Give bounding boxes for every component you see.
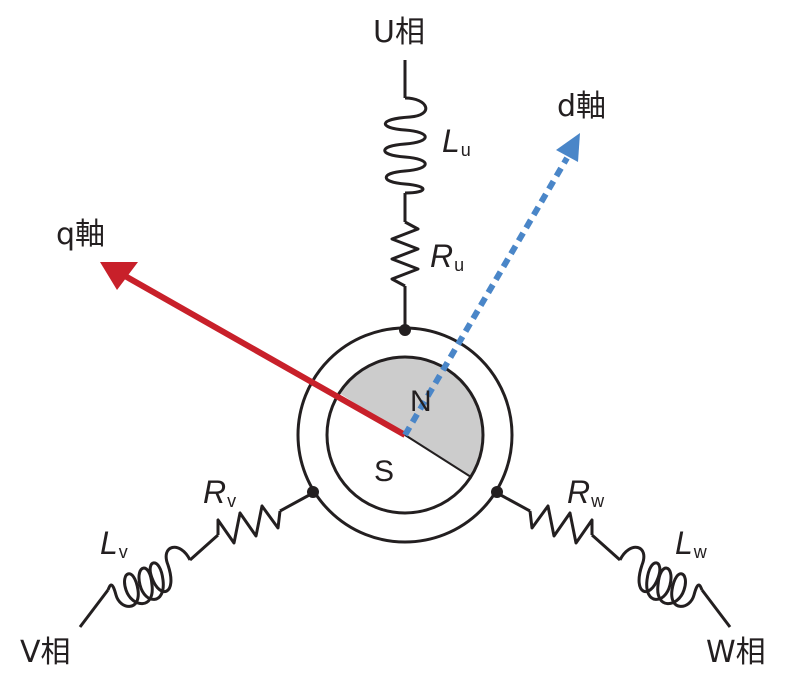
d-axis-label: d軸 — [557, 89, 607, 124]
v-resistor — [216, 504, 282, 545]
rw-subscript: w — [591, 491, 605, 511]
v-phase-branch — [78, 491, 314, 628]
rotor-north-half — [339, 356, 484, 477]
rw-label: Rw — [567, 476, 604, 510]
rw-symbol: R — [567, 474, 591, 510]
q-axis-arrowhead — [100, 262, 138, 290]
ru-label: Ru — [430, 240, 464, 274]
rotor-north-label: N — [410, 385, 432, 418]
ru-symbol: R — [430, 238, 454, 274]
rotor-south-label: S — [374, 455, 395, 488]
v-phase-label: V相 — [20, 635, 71, 670]
u-phase-branch — [383, 60, 428, 328]
w-node — [491, 486, 503, 498]
u-node — [399, 324, 411, 336]
w-wire-outer — [700, 589, 732, 628]
rotor-circle — [325, 355, 485, 515]
w-inductor-coil — [618, 545, 704, 608]
rv-symbol: R — [203, 474, 227, 510]
d-axis-line — [402, 156, 570, 437]
d-axis-arrowhead — [556, 133, 580, 162]
v-wire-inner — [279, 491, 314, 513]
q-axis-line — [123, 273, 407, 438]
lu-symbol: L — [442, 123, 460, 159]
v-wire-outer — [78, 589, 110, 628]
w-phase-label: W相 — [706, 635, 766, 670]
u-inductor-coil — [383, 96, 428, 195]
ru-subscript: u — [454, 255, 465, 275]
u-phase-label: U相 — [373, 15, 425, 50]
w-wire-inner — [496, 491, 531, 513]
w-phase-branch — [496, 491, 732, 628]
q-axis-label: q軸 — [56, 217, 106, 252]
rotor-divider — [404, 434, 472, 478]
rv-label: Rv — [203, 476, 236, 510]
lu-label: Lu — [442, 125, 471, 159]
w-wire-mid — [591, 533, 621, 562]
lv-symbol: L — [100, 525, 118, 561]
lw-symbol: L — [675, 525, 693, 561]
v-wire-mid — [189, 533, 219, 562]
lw-label: Lw — [675, 527, 707, 561]
v-node — [307, 486, 319, 498]
lu-subscript: u — [460, 140, 471, 160]
u-resistor — [390, 220, 420, 288]
rv-subscript: v — [227, 491, 237, 511]
v-inductor-coil — [106, 545, 192, 608]
lv-label: Lv — [100, 527, 128, 561]
lv-subscript: v — [118, 542, 128, 562]
w-resistor — [528, 504, 594, 545]
lw-subscript: w — [693, 542, 707, 562]
